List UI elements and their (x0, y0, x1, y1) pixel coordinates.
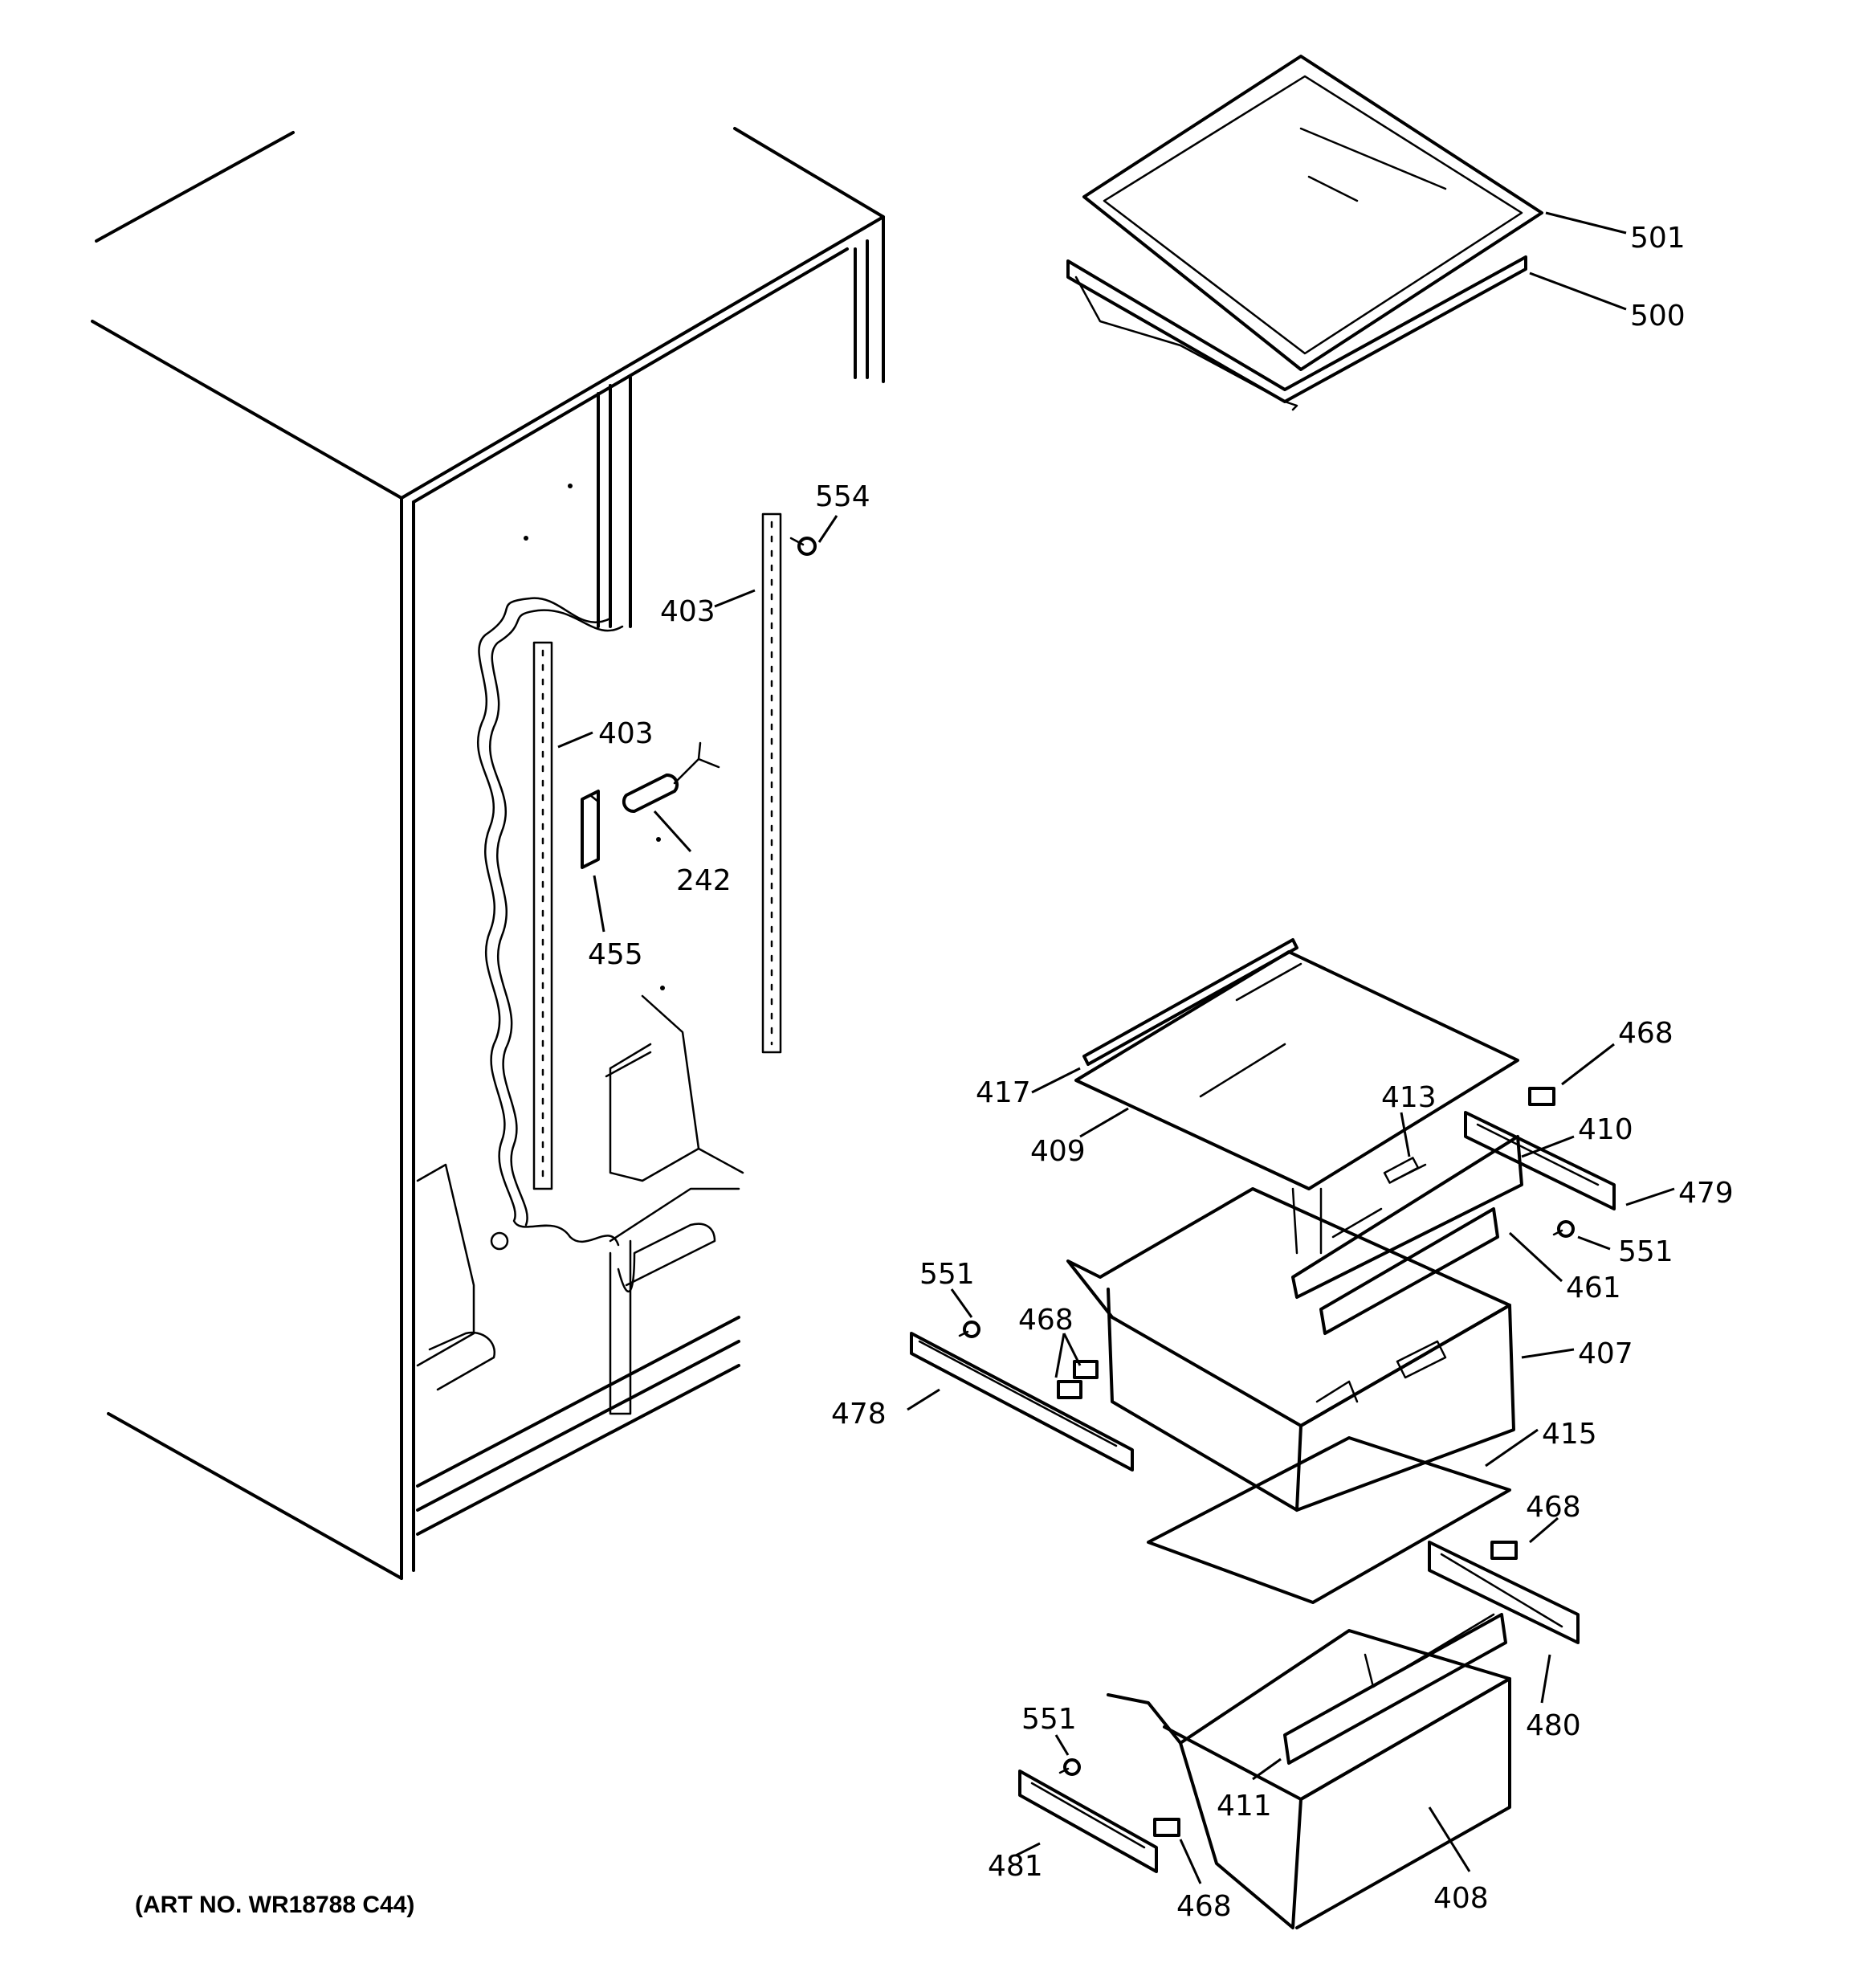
shelf-support-500 (1066, 255, 1527, 411)
callout-551: 551 (919, 1258, 975, 1291)
slide-rail-478 (910, 1332, 1134, 1472)
crisper-drawer-408 (1107, 1613, 1511, 1929)
callout-479: 479 (1678, 1177, 1734, 1210)
callout-480: 480 (1526, 1709, 1581, 1742)
callout-468: 468 (1618, 1017, 1673, 1050)
callout-468: 468 (1176, 1890, 1232, 1923)
callout-413: 413 (1381, 1081, 1437, 1114)
drawer-cover-411 (1283, 1613, 1507, 1765)
stop-468 (1057, 1087, 1555, 1837)
callout-403: 403 (598, 717, 654, 750)
callout-468: 468 (1018, 1304, 1074, 1337)
shelf-rail-403-right (761, 512, 782, 1054)
shelf-rail-403-left (532, 641, 553, 1190)
callout-481: 481 (988, 1850, 1043, 1883)
leader-lines (557, 211, 1675, 1884)
callout-410: 410 (1578, 1113, 1633, 1146)
callout-411: 411 (1217, 1790, 1272, 1823)
slide-rail-480 (1428, 1541, 1580, 1644)
callout-461: 461 (1566, 1272, 1621, 1304)
clip-455 (581, 790, 600, 869)
humidity-control-413 (1383, 1157, 1420, 1184)
callout-455: 455 (588, 938, 643, 971)
callout-408: 408 (1433, 1882, 1489, 1915)
glass-shelf-409 (1074, 938, 1519, 1190)
callout-478: 478 (831, 1398, 887, 1431)
shelf-frame-501 (1082, 55, 1543, 371)
callout-417: 417 (976, 1076, 1031, 1109)
callout-551: 551 (1021, 1703, 1077, 1736)
art-number-label: (ART NO. WR18788 C44) (135, 1892, 415, 1918)
callout-551: 551 (1618, 1235, 1673, 1268)
callout-403: 403 (660, 595, 715, 628)
slide-rail-481 (1018, 1770, 1158, 1873)
crisper-drawer-407 (1066, 1187, 1515, 1512)
divider-461 (1319, 1207, 1499, 1335)
callout-242: 242 (676, 864, 732, 897)
pin-242 (622, 741, 720, 814)
screw-551 (958, 1220, 1575, 1776)
callout-415: 415 (1542, 1418, 1597, 1451)
callout-500: 500 (1630, 300, 1686, 333)
callout-409: 409 (1030, 1135, 1086, 1168)
glass-insert-415 (1147, 1436, 1511, 1604)
screw-554 (789, 537, 817, 556)
callout-407: 407 (1578, 1337, 1633, 1370)
callout-501: 501 (1630, 222, 1686, 255)
cabinet (91, 127, 885, 1580)
callout-468: 468 (1526, 1491, 1581, 1524)
callout-554: 554 (815, 480, 870, 513)
slide-rail-479 (1464, 1111, 1616, 1210)
callout-labels: 501 500 554 403 403 242 455 468 417 413 … (588, 222, 1734, 1923)
